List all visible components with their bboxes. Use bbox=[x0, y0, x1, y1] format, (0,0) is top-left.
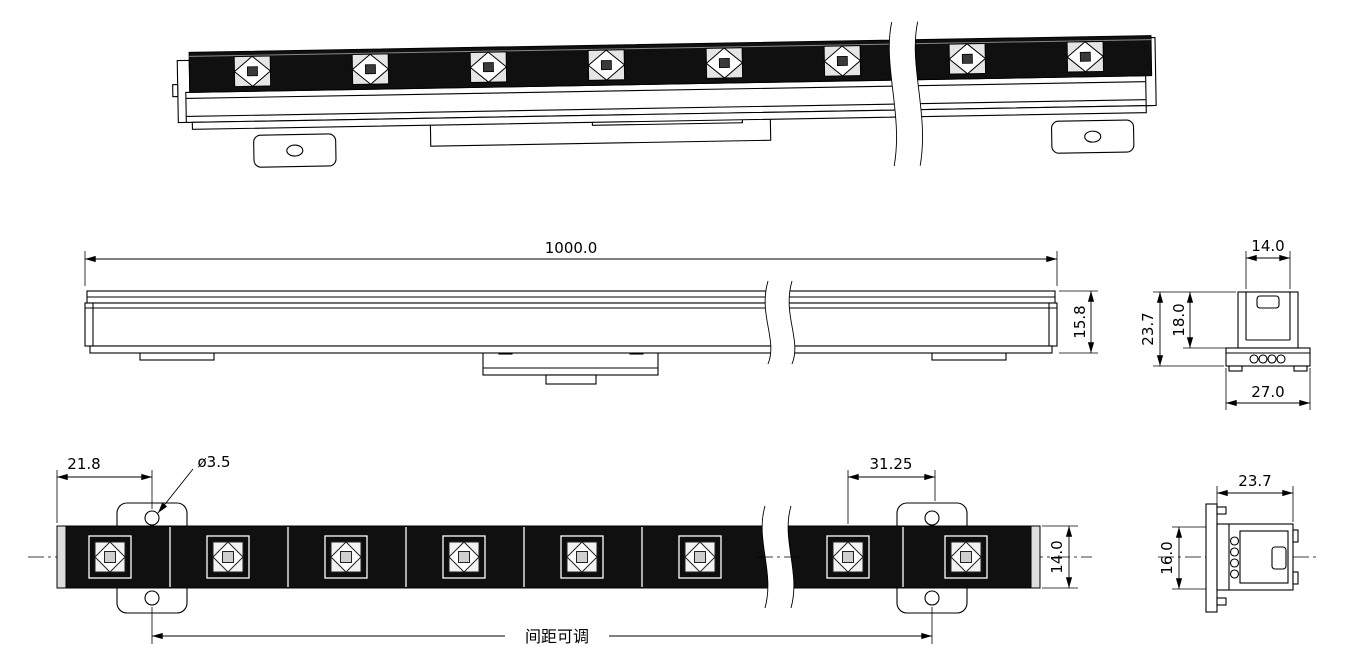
dim-inner-width-label: 14.0 bbox=[1251, 237, 1284, 255]
dim-base-width: 27.0 bbox=[1225, 368, 1311, 410]
led-module bbox=[587, 49, 626, 81]
dim-face-height-label: 16.0 bbox=[1158, 541, 1176, 574]
break-symbol bbox=[765, 281, 795, 364]
led-module bbox=[823, 45, 862, 77]
led-module bbox=[88, 535, 132, 579]
bottom-view: 21.8 ø3.5 31.25 14.0 间距可调 bbox=[28, 453, 1092, 646]
led-module bbox=[206, 535, 250, 579]
bottom-flange bbox=[89, 345, 1053, 354]
housing-body bbox=[84, 302, 1058, 347]
dim-base-width-label: 27.0 bbox=[1251, 383, 1284, 401]
led-module bbox=[826, 535, 870, 579]
end-cap bbox=[56, 525, 67, 589]
dim-height: 15.8 bbox=[1059, 290, 1098, 354]
dim-overall-height-label: 23.7 bbox=[1139, 312, 1157, 345]
led-module bbox=[351, 53, 390, 86]
dim-height-label: 15.8 bbox=[1071, 305, 1089, 338]
break-symbol bbox=[889, 21, 923, 167]
dim-inner-width: 14.0 bbox=[1245, 237, 1291, 289]
led-module bbox=[560, 535, 604, 579]
inner-channel bbox=[1239, 530, 1289, 584]
dim-overall-height: 23.7 bbox=[1139, 291, 1236, 367]
end-cap-nub bbox=[172, 84, 179, 98]
led-module bbox=[442, 535, 486, 579]
foot-right bbox=[931, 352, 1007, 361]
led-module bbox=[324, 535, 368, 579]
led-module bbox=[705, 47, 744, 79]
led-module bbox=[948, 42, 987, 75]
mount-plate-section bbox=[1205, 503, 1218, 613]
dim-hole-diameter-label: ø3.5 bbox=[197, 453, 230, 471]
dim-body-height-label: 18.0 bbox=[1170, 303, 1188, 336]
foot-left bbox=[139, 352, 215, 361]
dim-spacing-label: 间距可调 bbox=[525, 627, 589, 646]
plate-hole bbox=[144, 510, 160, 526]
dim-body-width-label: 14.0 bbox=[1048, 540, 1066, 573]
top-view bbox=[172, 21, 1157, 168]
luminaire-face bbox=[56, 525, 1041, 589]
dim-end-to-hole-label: 21.8 bbox=[67, 455, 100, 473]
foot-tab bbox=[1228, 365, 1243, 372]
led-module bbox=[944, 535, 988, 579]
led-module bbox=[678, 535, 722, 579]
dim-overall-width: 23.7 bbox=[1216, 472, 1294, 522]
plate-hole bbox=[924, 510, 940, 526]
dim-end-to-hole: 21.8 bbox=[56, 455, 153, 523]
dim-hole-diameter: ø3.5 bbox=[157, 453, 231, 514]
dim-body-height: 18.0 bbox=[1170, 292, 1236, 349]
plate-tab bbox=[1216, 506, 1227, 515]
foot-tab bbox=[1293, 365, 1308, 372]
dim-body-width: 14.0 bbox=[1042, 525, 1078, 589]
dim-hole-to-bracket-label: 31.25 bbox=[870, 455, 913, 473]
end-cap bbox=[1030, 525, 1041, 589]
led-module bbox=[469, 51, 508, 83]
clip-section bbox=[1256, 295, 1280, 309]
bracket-hole bbox=[286, 144, 304, 157]
clip-section bbox=[1271, 546, 1287, 570]
front-view: 1000.0 15.8 bbox=[84, 239, 1098, 385]
dim-face-height: 16.0 bbox=[1158, 526, 1206, 590]
end-section-upper: 14.0 23.7 18.0 27.0 bbox=[1139, 237, 1311, 410]
foot-tab bbox=[1292, 529, 1299, 543]
dim-spacing: 间距可调 bbox=[151, 607, 933, 646]
plate-hole bbox=[144, 590, 160, 606]
dim-length: 1000.0 bbox=[84, 239, 1058, 286]
dim-length-label: 1000.0 bbox=[545, 239, 598, 257]
led-module bbox=[1066, 40, 1105, 73]
dim-overall-width-label: 23.7 bbox=[1238, 472, 1271, 490]
foot-tab bbox=[1292, 571, 1299, 585]
plate-hole bbox=[924, 590, 940, 606]
clip-tab bbox=[545, 374, 597, 385]
dim-hole-to-bracket: 31.25 bbox=[847, 455, 936, 524]
led-module bbox=[233, 55, 272, 88]
plate-tab bbox=[1216, 597, 1227, 606]
end-section-lower: 23.7 16.0 bbox=[1158, 472, 1318, 613]
bracket-hole bbox=[1084, 130, 1102, 143]
